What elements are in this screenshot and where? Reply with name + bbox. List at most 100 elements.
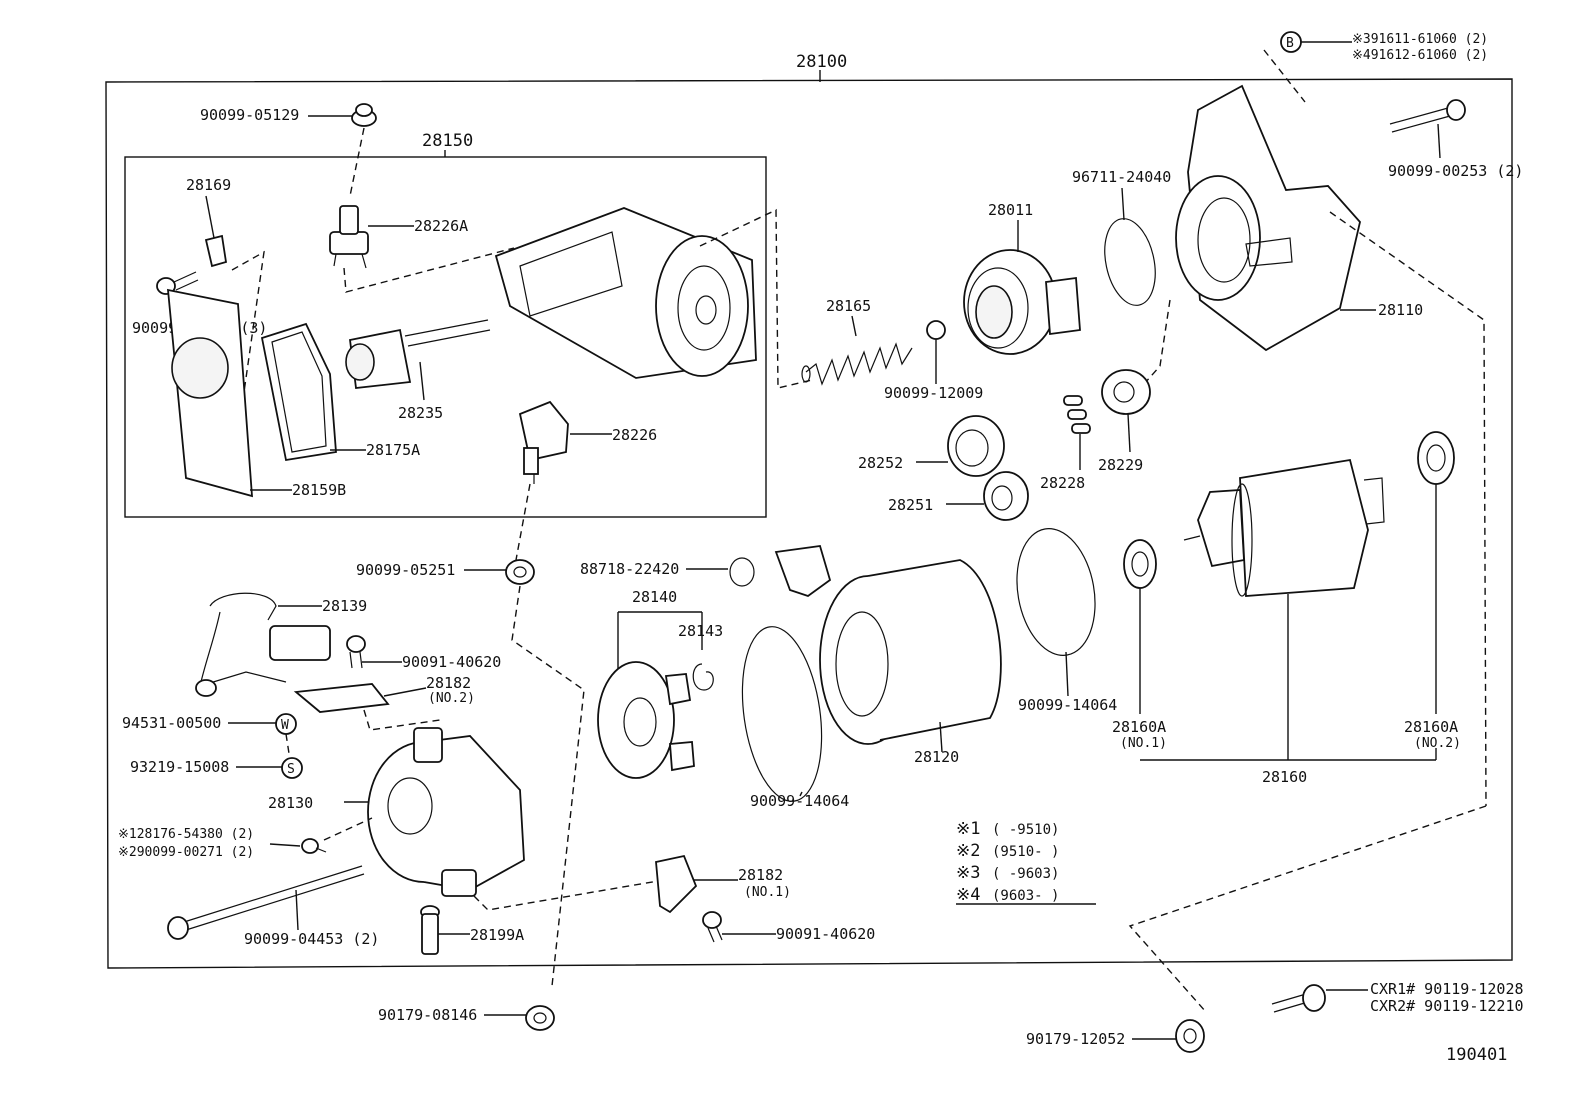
note-4-mark: ※4 — [956, 885, 980, 905]
label-28150: 28150 — [422, 131, 473, 151]
plate-28182-no1-icon — [655, 854, 698, 914]
label-28182-no1: 28182 — [738, 866, 783, 884]
label-90099-04453: 90099-04453 (2) — [244, 930, 379, 948]
screw-128176-icon — [301, 838, 327, 854]
clamp-88718-22420-icon — [729, 557, 755, 587]
label-28160A-no2-note: (NO.2) — [1414, 736, 1461, 751]
oring-90099-14064-right-icon — [1016, 528, 1096, 656]
label-28159B: 28159B — [292, 481, 346, 499]
label-93219-15008: 93219-15008 — [130, 758, 229, 776]
date-range-notes: ※1 ( -9510) ※2 (9510- ) ※3 ( -9603) ※4 (… — [956, 819, 1096, 905]
label-128176-54380: ※128176-54380 (2) — [118, 827, 254, 842]
through-bolt-90099-04453-icon — [167, 865, 365, 940]
note-3-range: ( -9603) — [992, 866, 1059, 882]
cover-28159B-icon — [166, 288, 253, 498]
label-28100: 28100 — [796, 52, 847, 72]
plate-28182-no2-icon — [293, 683, 390, 713]
nut-90099-05251-icon — [505, 559, 535, 585]
housing-28110-icon — [1175, 84, 1361, 352]
brush-holder-28140-icon — [597, 661, 695, 779]
screw-90099-04475-icon — [156, 271, 199, 295]
armature-28160-icon — [1183, 458, 1385, 597]
marker-b-letter: B — [1286, 36, 1294, 51]
screw-90091-40620-lower-icon — [702, 911, 723, 943]
gasket-28175A-icon — [260, 322, 337, 462]
note-1-range: ( -9510) — [992, 822, 1059, 838]
label-28235: 28235 — [398, 404, 443, 422]
ball-90099-12009-icon — [926, 320, 946, 340]
label-28130: 28130 — [268, 794, 313, 812]
diagram-id: 190401 — [1446, 1045, 1507, 1065]
marker-s-letter: S — [287, 762, 295, 777]
bolt-cxr-icon — [1271, 984, 1326, 1013]
label-90099-00253: 90099-00253 (2) — [1388, 162, 1523, 180]
marker-w-letter: W — [281, 718, 289, 733]
label-28228: 28228 — [1040, 474, 1085, 492]
label-28139: 28139 — [322, 597, 367, 615]
label-28199A: 28199A — [470, 926, 524, 944]
end-frame-28130-icon — [367, 727, 525, 897]
label-94531-00500: 94531-00500 — [122, 714, 221, 732]
gear-28251-icon — [983, 471, 1029, 521]
label-90179-08146: 90179-08146 — [378, 1006, 477, 1024]
label-28160A-no1-note: (NO.1) — [1120, 736, 1167, 751]
label-28226: 28226 — [612, 426, 657, 444]
spring-28143-icon — [692, 663, 714, 691]
label-90091-40620-lower: 90091-40620 — [776, 925, 875, 943]
label-28169: 28169 — [186, 176, 231, 194]
plunger-28235-icon — [345, 319, 491, 389]
assembly-frame — [105, 78, 1513, 969]
label-96711-24040: 96711-24040 — [1072, 168, 1171, 186]
oring-96711-24040-icon — [1104, 218, 1156, 306]
label-28252: 28252 — [858, 454, 903, 472]
label-90099-05129: 90099-05129 — [200, 106, 299, 124]
bolt-90099-00253-icon — [1389, 99, 1466, 133]
label-28182-no2: 28182 — [426, 674, 471, 692]
label-28175A: 28175A — [366, 441, 420, 459]
note-3-mark: ※3 — [956, 863, 980, 883]
note-2-range: (9510- ) — [992, 844, 1059, 860]
label-cxr1: CXR1# 90119-12028 — [1370, 980, 1524, 998]
nut-90179-12052-icon — [1175, 1019, 1205, 1053]
bearing-28160A-no2-icon — [1417, 431, 1455, 485]
label-28229: 28229 — [1098, 456, 1143, 474]
label-28140: 28140 — [632, 588, 677, 606]
retainer-28229-icon — [1101, 369, 1151, 415]
label-28251: 28251 — [888, 496, 933, 514]
label-90099-14064-left: 90099-14064 — [750, 792, 849, 810]
label-28011: 28011 — [988, 201, 1033, 219]
note-4-range: (9603- ) — [992, 888, 1059, 904]
note-1-mark: ※1 — [956, 819, 980, 839]
label-88718-22420: 88718-22420 — [580, 560, 679, 578]
label-28165: 28165 — [826, 297, 871, 315]
nut-90179-08146-icon — [525, 1005, 555, 1031]
bushing-28199A-icon — [420, 905, 440, 955]
label-90099-14064-right: 90099-14064 — [1018, 696, 1117, 714]
label-90091-40620-upper: 90091-40620 — [402, 653, 501, 671]
label-28110: 28110 — [1378, 301, 1423, 319]
lead-wire-28139-icon — [195, 592, 331, 697]
marker-s-icon — [281, 757, 303, 779]
label-90099-05251: 90099-05251 — [356, 561, 455, 579]
spring-28165-icon — [801, 342, 913, 386]
label-28160: 28160 — [1262, 768, 1307, 786]
rollers-28228-icon — [1063, 395, 1091, 434]
label-cxr2: CXR2# 90119-12210 — [1370, 997, 1524, 1015]
switch-housing-icon — [494, 207, 757, 379]
label-90179-12052: 90179-12052 — [1026, 1030, 1125, 1048]
label-28182-no2-note: (NO.2) — [428, 691, 475, 706]
label-28143: 28143 — [678, 622, 723, 640]
label-90099-12009: 90099-12009 — [884, 384, 983, 402]
label-28160A-no1: 28160A — [1112, 718, 1166, 736]
label-b-ref2: ※491612-61060 (2) — [1352, 48, 1488, 63]
screw-90091-40620-upper-icon — [346, 635, 366, 669]
gear-28252-icon — [947, 415, 1005, 477]
label-28182-no1-note: (NO.1) — [744, 885, 791, 900]
label-28226A: 28226A — [414, 217, 468, 235]
bearing-28160A-no1-icon — [1123, 539, 1157, 589]
oring-90099-14064-left-icon — [741, 626, 823, 802]
clutch-gear-28011-icon — [963, 249, 1081, 355]
label-28120: 28120 — [914, 748, 959, 766]
yoke-28120-icon — [774, 545, 1002, 745]
